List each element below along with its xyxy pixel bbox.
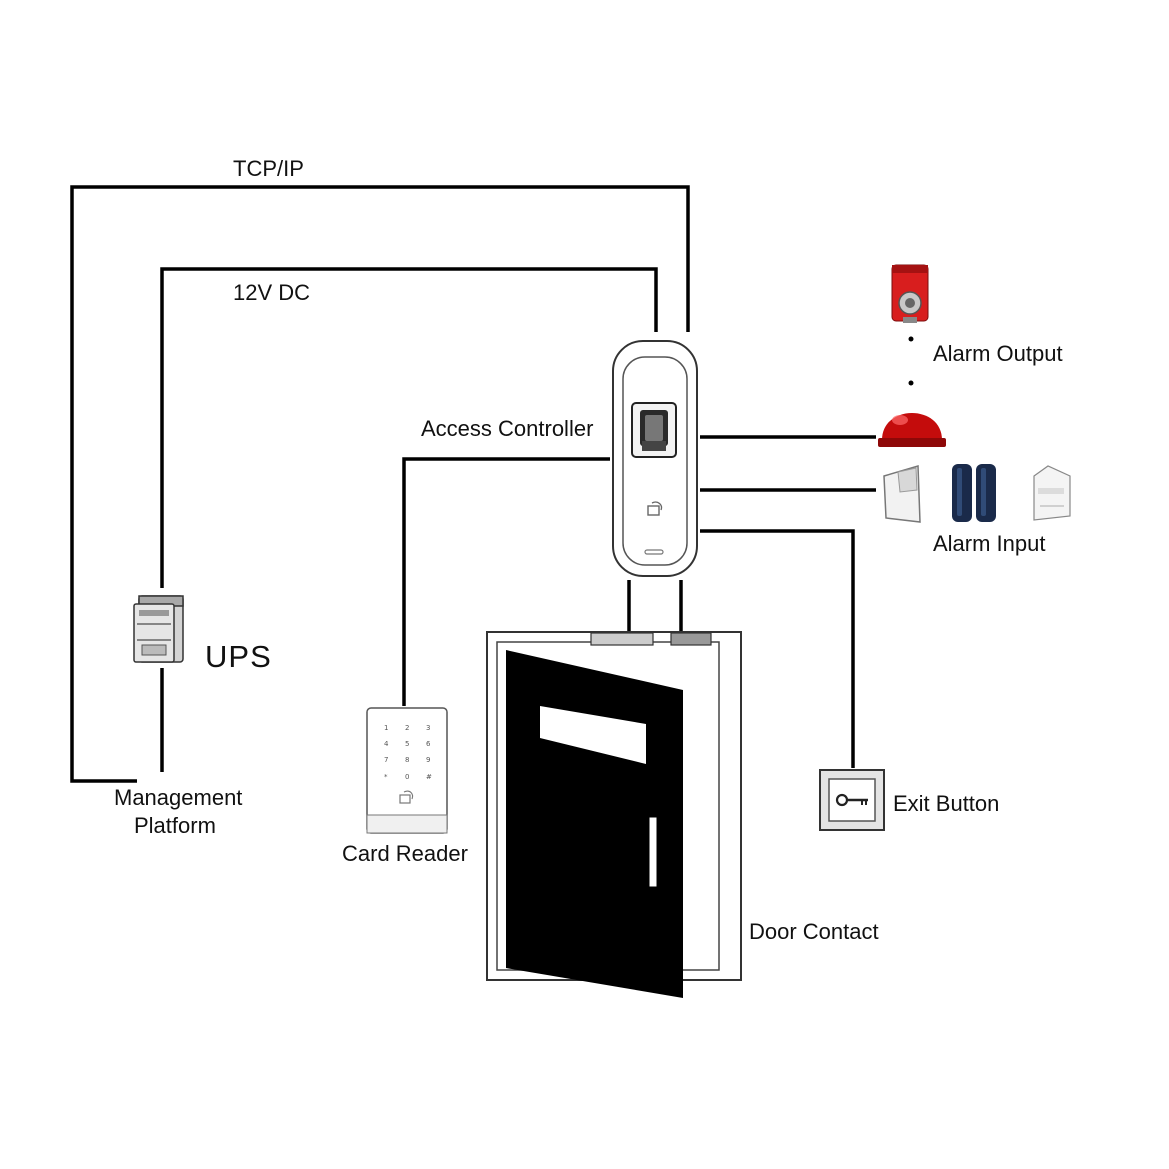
controller-inner-panel	[622, 356, 688, 566]
key: 0	[405, 773, 409, 781]
management-platform-label-line1: Management	[114, 785, 242, 810]
alarm-input-label: Alarm Input	[933, 531, 1046, 556]
alarm-link-dot	[908, 336, 914, 342]
alarm-output-label: Alarm Output	[933, 341, 1063, 366]
access-controller-label: Access Controller	[421, 416, 593, 441]
pir-detector-icon	[883, 465, 921, 523]
door-contact-sensor-icon	[670, 632, 712, 646]
key: 2	[405, 724, 409, 732]
beam-detector-icon	[952, 464, 996, 522]
fingerprint-icon	[631, 402, 677, 458]
door-lock-icon	[590, 632, 654, 646]
beacon-light-icon	[878, 413, 946, 447]
tcp-ip-label: TCP/IP	[233, 156, 304, 181]
key-button-icon	[819, 769, 885, 831]
access-controller-device	[612, 340, 698, 577]
management-platform-label-line2: Platform	[134, 813, 216, 838]
tcp-ip-wire	[70, 185, 690, 783]
card-reader-label: Card Reader	[342, 841, 468, 866]
card-sense-icon	[647, 501, 663, 516]
key: *	[384, 773, 388, 781]
key: 9	[426, 756, 430, 764]
keypad: 1 2 3 4 5 6 7 8 9 * 0 #	[384, 724, 432, 781]
status-led-icon	[644, 549, 664, 555]
smoke-detector-icon	[1033, 465, 1071, 521]
key: 5	[405, 740, 409, 748]
wires	[70, 185, 914, 783]
door-window	[540, 706, 646, 764]
card-reader-wire	[402, 457, 610, 706]
key: 4	[384, 740, 389, 748]
key: 7	[384, 756, 388, 764]
keypad-card-reader-icon: 1 2 3 4 5 6 7 8 9 * 0 #	[366, 707, 448, 834]
door-icon	[486, 631, 742, 998]
key: #	[426, 773, 432, 781]
siren-icon	[891, 264, 929, 323]
door-handle	[648, 816, 658, 888]
power-wire-top	[160, 267, 658, 588]
key: 6	[426, 740, 431, 748]
key: 3	[426, 724, 430, 732]
key: 1	[384, 724, 388, 732]
ups-label: UPS	[205, 639, 272, 674]
door-contact-label: Door Contact	[749, 919, 879, 944]
exit-button-label: Exit Button	[893, 791, 999, 816]
exit-button-wire	[700, 529, 855, 768]
key: 8	[405, 756, 409, 764]
ups-icon	[133, 595, 184, 663]
alarm-link-dot	[908, 380, 914, 386]
power-12v-dc-label: 12V DC	[233, 280, 310, 305]
card-sense-icon	[399, 790, 414, 804]
